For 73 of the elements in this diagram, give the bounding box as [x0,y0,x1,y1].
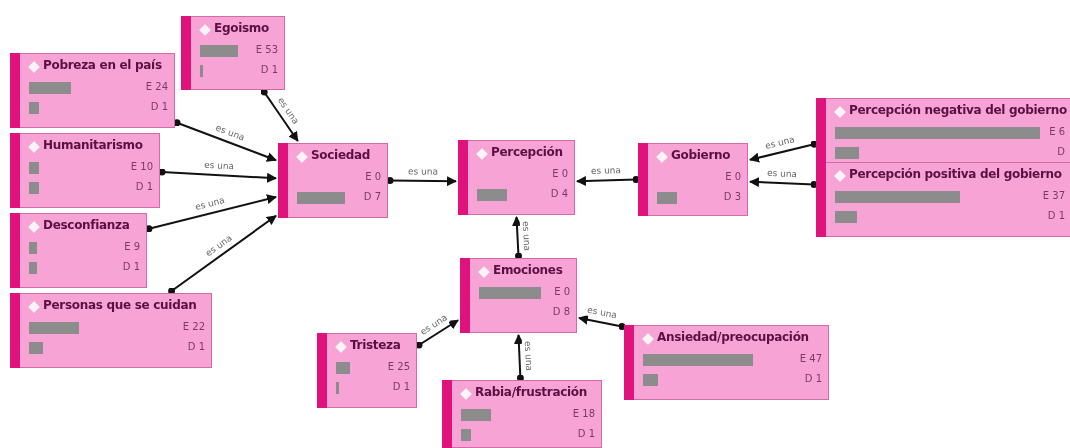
edge-label: es una [520,219,533,253]
arrow [145,194,277,233]
concept-card [278,143,388,218]
arrow [576,176,640,186]
concept-card [10,53,175,128]
count-text: D 4 [550,188,568,199]
concept-title: Emociones [493,263,563,277]
count-text: D 1 [150,101,168,112]
concept-title: Percepción [491,145,563,159]
concept-card [10,133,160,208]
count-text: E 22 [182,321,205,332]
concept-card [442,380,602,448]
count-text: D 1 [135,181,153,192]
concept-title: Percepción positiva del gobierno [849,167,1062,181]
count-text: D 1 [187,341,205,352]
count-text: E 10 [130,161,153,172]
count-text: D 1 [577,428,595,439]
count-text: E 53 [255,44,278,55]
concept-title: Rabia/frustración [475,385,587,399]
count-text: E 37 [1042,190,1065,201]
concept-title: Ansiedad/preocupación [657,330,809,344]
concept-card [458,140,575,215]
concept-card [181,16,285,90]
concept-title: Egoismo [214,21,269,35]
count-text: D 8 [552,306,570,317]
count-text: D 1 [122,261,140,272]
concept-title: Percepción negativa del gobierno [849,103,1067,117]
concept-title: Sociedad [311,148,371,162]
count-text: E 25 [387,361,410,372]
count-text: E 0 [552,168,568,179]
count-text: D 3 [723,191,741,202]
count-text: D [1057,146,1065,157]
count-text: E 6 [1049,126,1065,137]
arrow [415,319,459,349]
count-text: D 1 [1047,210,1065,221]
arrow [513,334,524,382]
arrow [749,177,818,188]
concept-card [10,293,212,368]
arrow [749,140,818,163]
edge-label: es una [407,166,440,178]
count-text: D 7 [363,191,381,202]
count-text: D 1 [804,373,822,384]
concept-title: Gobierno [671,148,731,162]
count-text: D 1 [260,64,278,75]
count-text: E 9 [124,241,140,252]
concept-card [317,333,417,408]
concept-title: Tristeza [350,338,401,352]
concept-title: Pobreza en el país [43,58,162,72]
concept-title: Personas que se cuidan [43,298,197,312]
count-text: E 18 [572,408,595,419]
count-text: E 0 [725,171,741,182]
arrow [158,168,277,183]
arrow [168,214,277,295]
concept-card [460,258,577,333]
concept-card [624,325,829,400]
count-text: E 24 [145,81,168,92]
arrow [386,176,457,187]
arrow [511,216,522,260]
edge-label: es una [766,167,799,181]
concept-card [10,213,147,288]
concept-card [638,143,748,216]
count-text: E 0 [365,171,381,182]
arrow [578,314,626,330]
count-text: E 47 [799,353,822,364]
concept-card [816,162,1070,237]
count-text: E 0 [554,286,570,297]
arrow [173,119,277,162]
concept-title: Desconfianza [43,218,130,232]
count-text: D 1 [392,381,410,392]
concept-title: Humanitarismo [43,138,143,152]
concept-card [816,98,1070,164]
edge-label: es una [522,339,535,373]
arrow [260,88,299,142]
